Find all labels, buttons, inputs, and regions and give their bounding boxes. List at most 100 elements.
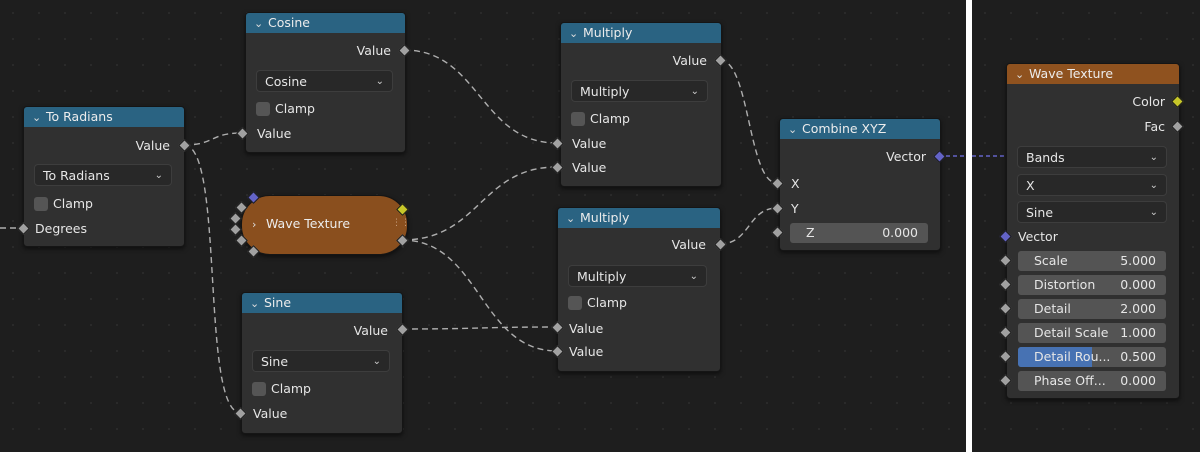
chevron-down-icon[interactable]: ⌄ — [569, 27, 579, 40]
clamp-checkbox[interactable]: Clamp — [256, 100, 315, 118]
field-label: Detail Scale — [1034, 325, 1109, 340]
field-label: Distortion — [1034, 277, 1096, 292]
node-sine[interactable]: ⌄ Sine Value Sine⌄ Clamp Value — [241, 292, 403, 434]
node-editor-canvas[interactable]: ⌄To Radians Value To Radians⌄ Clamp Degr… — [0, 0, 966, 452]
phase-offset-field[interactable]: Phase Off...0.000 — [1018, 371, 1166, 391]
node-wave-texture-collapsed[interactable]: ›Wave Texture ⋮⋮ — [241, 195, 410, 255]
node-header[interactable]: ⌄ Multiply — [561, 23, 721, 43]
dropdown-value: Cosine — [265, 74, 307, 89]
operation-dropdown[interactable]: Multiply⌄ — [568, 265, 707, 287]
wave-type-dropdown[interactable]: Bands⌄ — [1017, 146, 1167, 168]
chevron-down-icon: ⌄ — [690, 86, 699, 97]
chevron-down-icon: ⌄ — [375, 76, 384, 87]
node-links — [972, 155, 1006, 157]
chevron-down-icon[interactable]: ⌄ — [32, 111, 42, 124]
field-label: Z — [806, 225, 815, 240]
field-value: 0.000 — [882, 225, 918, 240]
node-header[interactable]: ⌄ Combine XYZ — [780, 119, 940, 139]
input-label-y: Y — [791, 201, 799, 216]
clamp-checkbox[interactable]: Clamp — [34, 195, 93, 213]
node-header[interactable]: ⌄ Sine — [242, 293, 402, 313]
field-label: Phase Off... — [1034, 373, 1106, 388]
distortion-field[interactable]: Distortion 0.000 — [1018, 275, 1166, 295]
node-wave-texture[interactable]: ⌄Wave Texture Color Fac Bands⌄ X⌄ Sine⌄ … — [1006, 63, 1180, 399]
output-label-fac: Fac — [1144, 119, 1165, 134]
node-title: Multiply — [580, 210, 630, 225]
output-label-color: Color — [1132, 94, 1165, 109]
chevron-down-icon[interactable]: ⌄ — [254, 17, 264, 30]
grip-icon[interactable]: ⋮⋮ — [392, 218, 410, 228]
node-title: Multiply — [583, 25, 633, 40]
node-header[interactable]: ⌄ Cosine — [246, 13, 405, 33]
output-label: Value — [671, 237, 706, 252]
chevron-down-icon[interactable]: ⌄ — [1015, 68, 1025, 81]
input-label: Value — [569, 344, 604, 359]
node-header[interactable]: ⌄Wave Texture — [1007, 64, 1179, 84]
output-label: Value — [353, 323, 388, 338]
node-header[interactable]: ⌄ To Radians — [24, 107, 184, 127]
output-label: Value — [672, 53, 707, 68]
profile-dropdown[interactable]: Sine ⌄ — [1017, 201, 1167, 223]
checkbox-label: Clamp — [587, 295, 627, 310]
node-title: Combine XYZ — [802, 121, 887, 136]
clamp-checkbox[interactable]: Clamp — [571, 110, 630, 128]
field-value: 0.000 — [1120, 277, 1156, 292]
chevron-down-icon: ⌄ — [372, 356, 381, 367]
field-label: Detail Rou... — [1034, 349, 1111, 364]
operation-dropdown[interactable]: To Radians⌄ — [34, 164, 172, 186]
dropdown-value: X — [1026, 178, 1035, 193]
dropdown-value: Multiply — [577, 269, 627, 284]
operation-dropdown[interactable]: Multiply⌄ — [571, 80, 708, 102]
checkbox-label: Clamp — [53, 196, 93, 211]
node-multiply-top[interactable]: ⌄ Multiply Value Multiply⌄ Clamp Value Va… — [560, 22, 722, 187]
chevron-down-icon[interactable]: ⌄ — [566, 212, 576, 225]
checkbox-label: Clamp — [590, 111, 630, 126]
slider-fill — [1018, 347, 1092, 367]
input-label: Value — [253, 406, 288, 421]
checkbox-label: Clamp — [271, 381, 311, 396]
field-value: 5.000 — [1120, 253, 1156, 268]
chevron-down-icon: ⌄ — [1149, 207, 1158, 218]
checkbox-box[interactable] — [571, 112, 585, 126]
dropdown-value: To Radians — [43, 168, 110, 183]
node-multiply-bottom[interactable]: ⌄Multiply Value Multiply⌄ Clamp Value Va… — [557, 207, 721, 372]
direction-dropdown[interactable]: X⌄ — [1017, 174, 1167, 196]
operation-dropdown[interactable]: Sine⌄ — [252, 350, 390, 372]
node-title: Cosine — [268, 15, 310, 30]
clamp-checkbox[interactable]: Clamp — [568, 294, 627, 312]
checkbox-box[interactable] — [568, 296, 582, 310]
chevron-down-icon[interactable]: ⌄ — [250, 297, 260, 310]
node-header[interactable]: ⌄ Multiply — [558, 208, 720, 228]
input-label-x: X — [791, 176, 800, 191]
operation-dropdown[interactable]: Cosine ⌄ — [256, 70, 393, 92]
input-label: Value — [572, 160, 607, 175]
clamp-checkbox[interactable]: Clamp — [252, 380, 311, 398]
node-cosine[interactable]: ⌄Cosine Value Cosine⌄ Clamp Value — [245, 12, 406, 153]
checkbox-box[interactable] — [34, 197, 48, 211]
z-value-field[interactable]: Z 0.000 — [790, 223, 928, 243]
dropdown-value: Sine — [1026, 205, 1054, 220]
checkbox-box[interactable] — [252, 382, 266, 396]
detail-scale-field[interactable]: Detail Scale 1.000 — [1018, 323, 1166, 343]
chevron-down-icon[interactable]: ⌄ — [788, 123, 798, 136]
node-title: To Radians — [46, 109, 113, 124]
link-wave-to-multiply-bottom — [401, 239, 558, 352]
detail-roughness-slider[interactable]: Detail Rou...0.500 — [1018, 347, 1166, 367]
link-multiply-top-to-combine-x — [719, 59, 778, 184]
node-editor-canvas-right[interactable]: ⌄Wave Texture Color Fac Bands⌄ X⌄ Sine⌄ … — [972, 0, 1200, 452]
input-label: Value — [572, 136, 607, 151]
checkbox-box[interactable] — [256, 102, 270, 116]
input-label: Degrees — [35, 221, 88, 236]
node-to-radians[interactable]: ⌄To Radians Value To Radians⌄ Clamp Degr… — [23, 106, 185, 247]
link-sine-to-multiply-bottom — [401, 326, 558, 330]
input-label: Value — [257, 126, 292, 141]
field-value: 2.000 — [1120, 301, 1156, 316]
link-radians-to-cosine — [183, 132, 242, 146]
chevron-down-icon: ⌄ — [1149, 152, 1158, 163]
chevron-right-icon[interactable]: › — [252, 218, 257, 231]
node-title: Sine — [264, 295, 292, 310]
field-value: 1.000 — [1120, 325, 1156, 340]
